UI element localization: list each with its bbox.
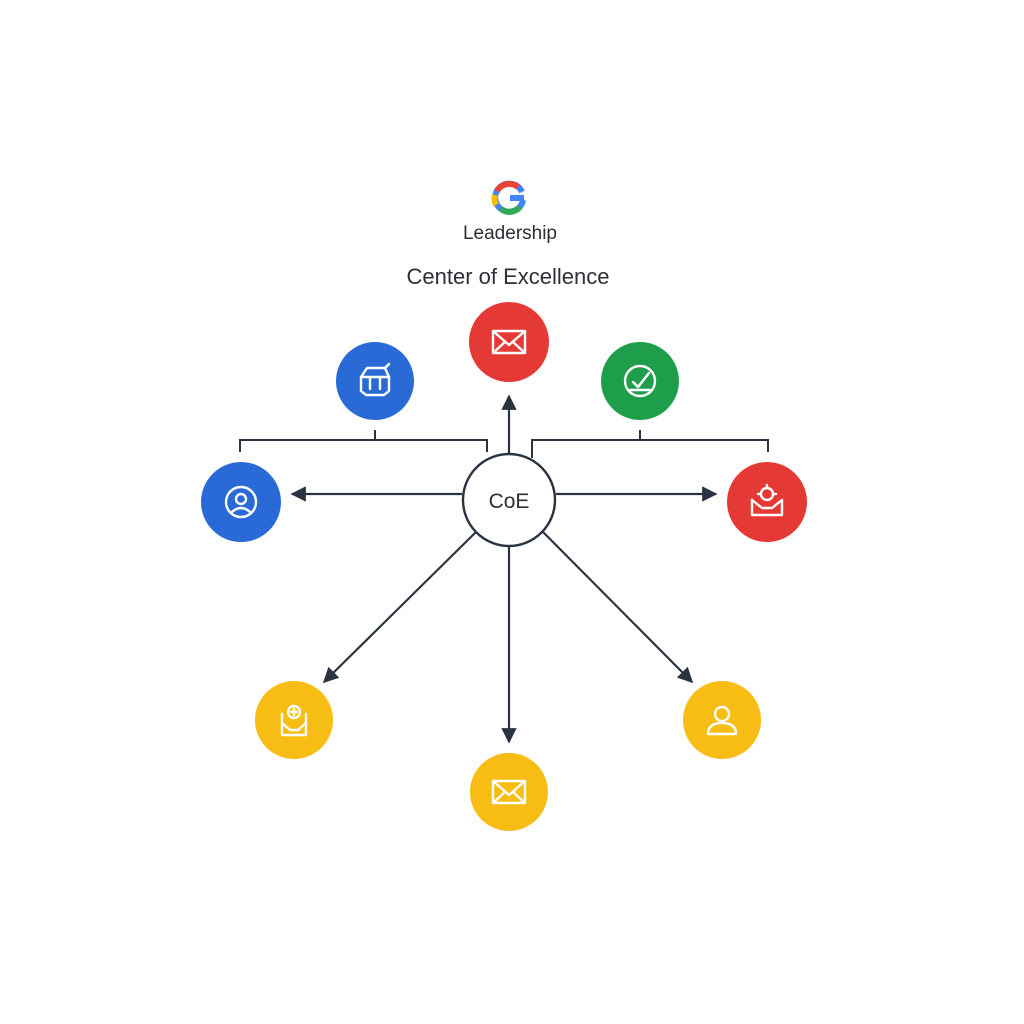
node-circle (255, 681, 333, 759)
leadership-label: Leadership (463, 223, 557, 244)
node-upper-left-blue[interactable] (336, 342, 414, 420)
inbox-plus-icon (280, 704, 308, 737)
coe-label: CoE (489, 490, 530, 513)
node-circle (470, 753, 548, 831)
logo-arc-yellow (491, 194, 499, 207)
node-circle (201, 462, 281, 542)
mail-icon (491, 779, 527, 805)
tray-gear-icon (750, 483, 784, 517)
user-circle-icon (224, 485, 258, 519)
node-circle (601, 342, 679, 420)
node-bottom-yellow[interactable] (470, 753, 548, 831)
coe-node[interactable]: CoE (461, 452, 557, 548)
node-lower-left-yellow[interactable] (255, 681, 333, 759)
logo-arc-green (499, 204, 523, 215)
node-circle (727, 462, 807, 542)
logo-arc-red (494, 180, 520, 193)
left-bracket (239, 439, 488, 452)
node-top-red[interactable] (469, 302, 549, 382)
node-circle (336, 342, 414, 420)
node-circle (469, 302, 549, 382)
check-badge-icon (623, 364, 657, 398)
coe-circle (461, 452, 557, 548)
google-logo-icon (491, 180, 526, 215)
user-icon (706, 705, 738, 736)
diagram-title: Center of Excellence (407, 264, 610, 289)
edge-to-lower-left (322, 531, 477, 684)
mail-icon (491, 329, 527, 355)
node-lower-right-yellow[interactable] (683, 681, 761, 759)
node-left-blue[interactable] (201, 462, 281, 542)
edge-to-lower-right (542, 531, 694, 684)
building-icon (359, 362, 391, 397)
node-right-red[interactable] (727, 462, 807, 542)
right-bracket (531, 439, 769, 458)
node-upper-right-green[interactable] (601, 342, 679, 420)
